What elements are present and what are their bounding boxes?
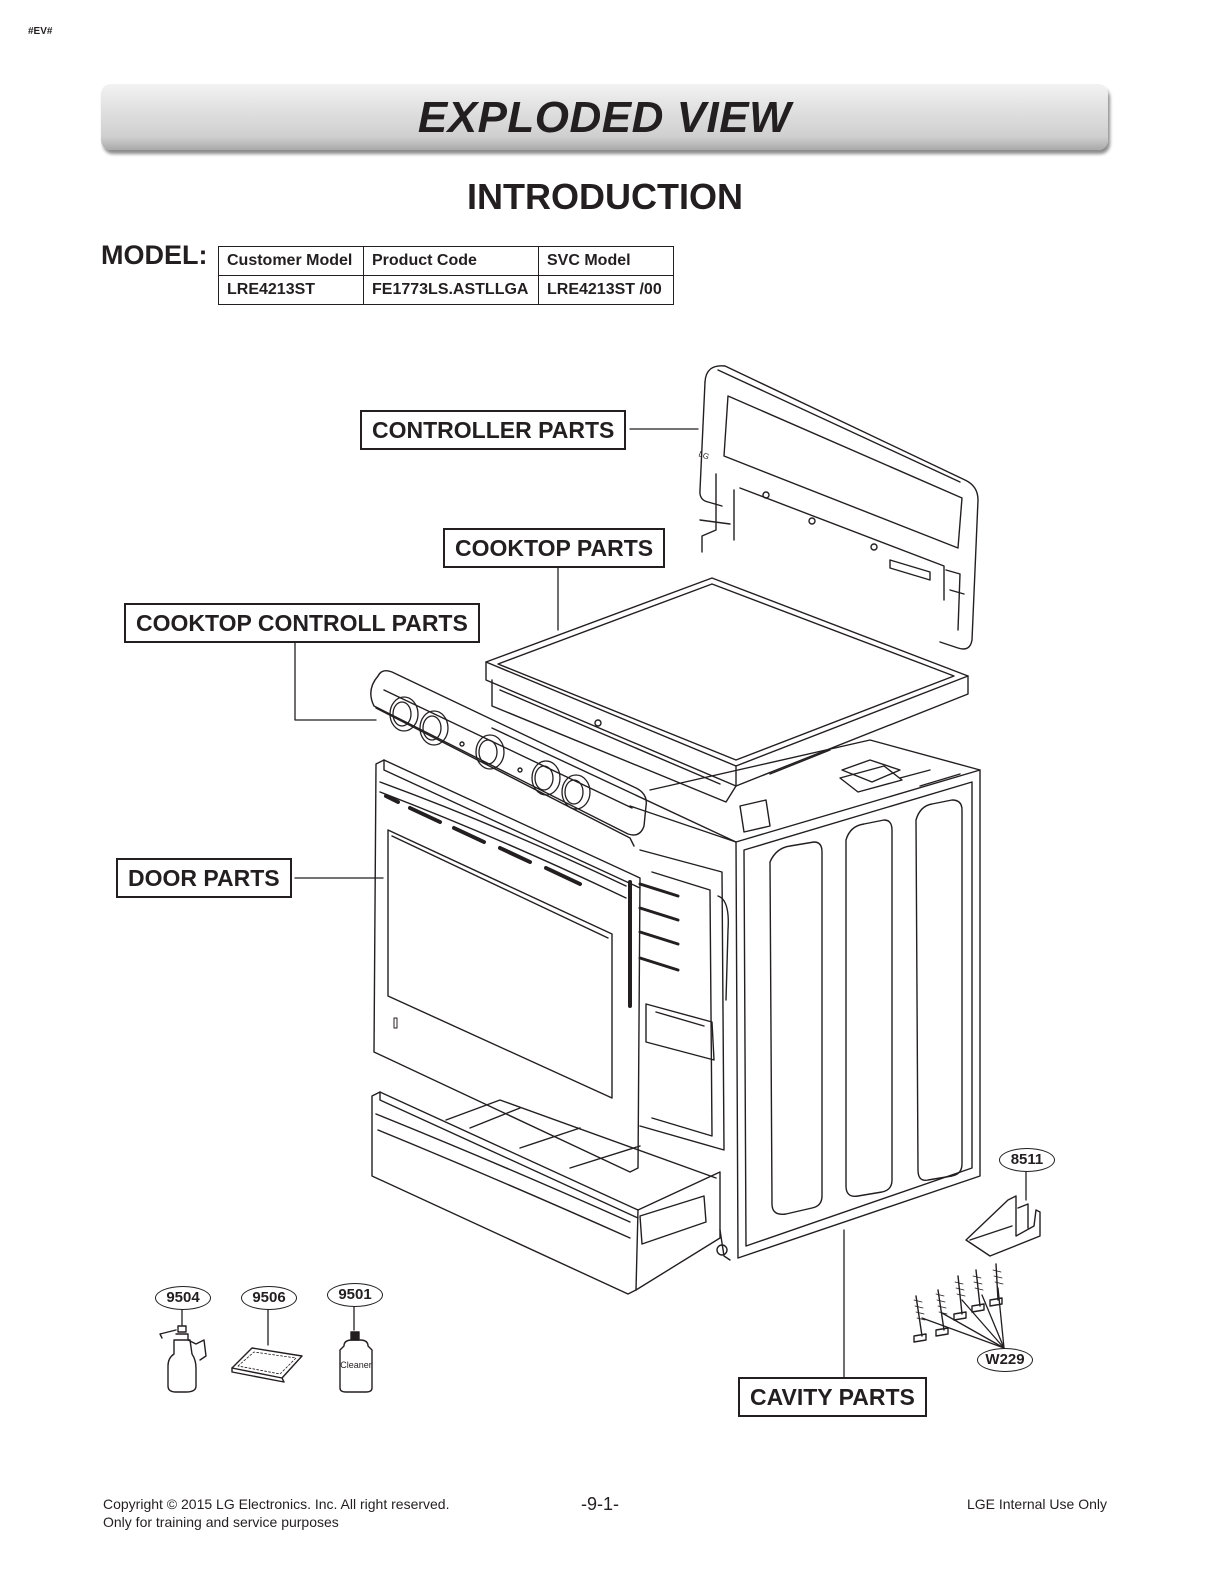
cooktop-control-panel [370,669,647,847]
scrub-pad-icon [231,1347,303,1383]
callout-cavity-parts: CAVITY PARTS [738,1377,927,1417]
cleaner-label: Cleaner [340,1360,372,1370]
footer-internal: LGE Internal Use Only [966,1496,1107,1512]
cell-product-code: FE1773LS.ASTLLGA [363,275,539,305]
cell-svc-model: LRE4213ST /00 [538,275,674,305]
callout-door-parts: DOOR PARTS [116,858,292,898]
anti-tip-bracket [965,1195,1041,1257]
part-number-9504: 9504 [155,1286,211,1310]
model-label: MODEL: [101,240,208,270]
models-table: Customer Model Product Code SVC Model LR… [218,246,674,305]
warming-drawer [371,1091,731,1295]
cleaner-bottle-icon [339,1331,373,1393]
header-product-code: Product Code [363,246,539,276]
callout-cooktop-control-parts: COOKTOP CONTROLL PARTS [124,603,480,643]
cavity-body [491,727,981,1259]
screws [913,1263,1004,1343]
title-banner: EXPLODED VIEW [101,84,1108,150]
callout-cooktop-parts: COOKTOP PARTS [443,528,666,568]
footer-copyright: Copyright © 2015 LG Electronics. Inc. Al… [103,1496,450,1512]
knob-icon [389,696,591,810]
page-number: -9-1- [581,1494,620,1514]
part-number-w229: W229 [977,1348,1033,1372]
doc-tag: #EV# [28,26,53,37]
part-number-8511: 8511 [999,1148,1055,1172]
svg-text:LG: LG [697,449,710,461]
header-svc-model: SVC Model [538,246,674,276]
oven-door [373,759,641,1173]
part-number-9501: 9501 [327,1283,383,1307]
footer-training: Only for training and service purposes [103,1514,339,1530]
part-number-9506: 9506 [241,1286,297,1310]
section-title: INTRODUCTION [467,176,743,217]
cell-customer-model: LRE4213ST [218,275,364,305]
controller-backguard: LG [697,365,979,650]
models-table-header-row: Customer Model Product Code SVC Model [218,246,674,276]
spray-bottle-icon [159,1325,207,1393]
callout-controller-parts: CONTROLLER PARTS [360,410,627,450]
header-customer-model: Customer Model [218,246,364,276]
leader-lines [181,428,1027,1379]
cooktop-glass [485,577,969,803]
table-row: LRE4213ST FE1773LS.ASTLLGA LRE4213ST /00 [218,275,674,305]
banner-title: EXPLODED VIEW [417,93,792,142]
